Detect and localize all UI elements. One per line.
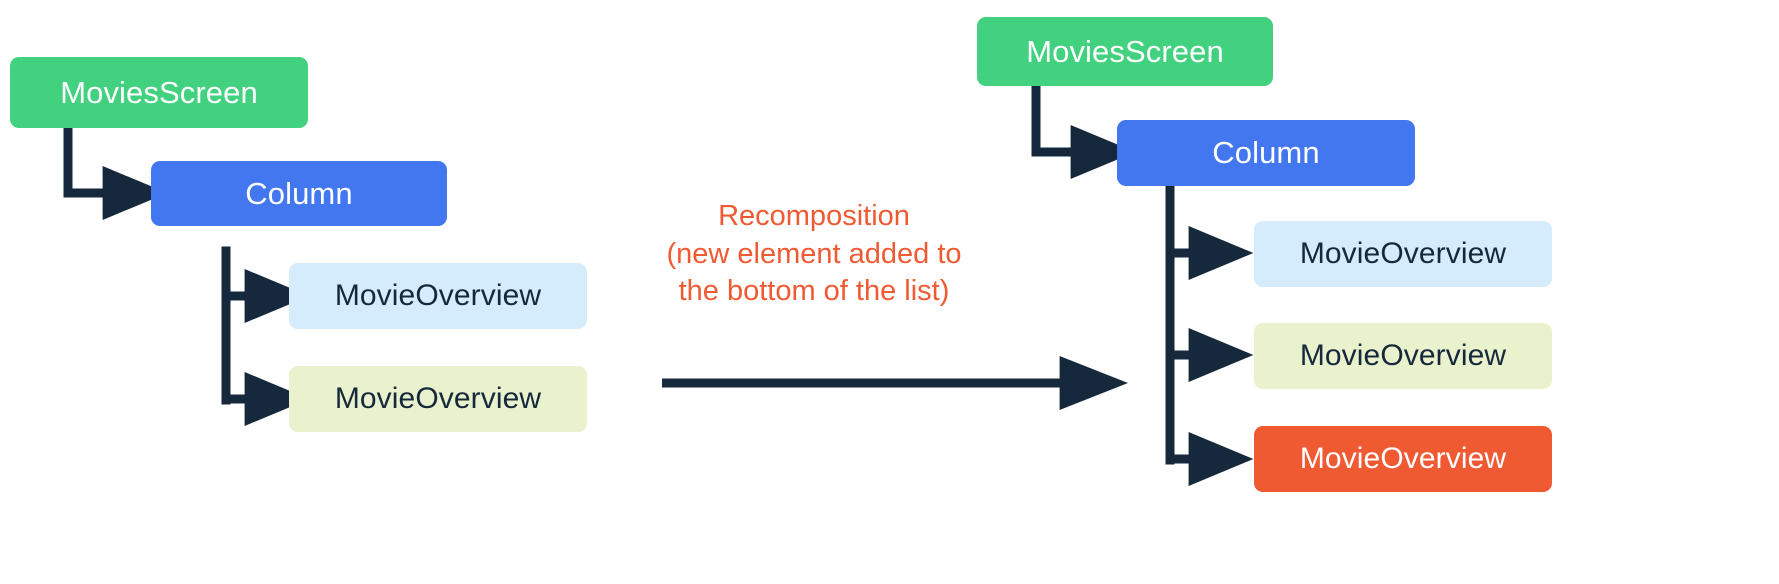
after-node-movieoverview-3-new[interactable]: MovieOverview: [1254, 426, 1552, 492]
before-node-moviesscreen[interactable]: MoviesScreen: [10, 57, 308, 128]
before-node-movieoverview-2[interactable]: MovieOverview: [289, 366, 587, 432]
after-node-movieoverview-1[interactable]: MovieOverview: [1254, 221, 1552, 287]
after-root-to-column-connector: [1031, 83, 1136, 179]
before-node-column[interactable]: Column: [151, 161, 447, 226]
before-root-to-column-connector: [63, 123, 168, 220]
after-column-trunk: [1165, 183, 1254, 486]
after-node-column[interactable]: Column: [1117, 120, 1415, 186]
after-node-moviesscreen[interactable]: MoviesScreen: [977, 17, 1273, 86]
before-node-movieoverview-1[interactable]: MovieOverview: [289, 263, 587, 329]
before-column-trunk: [221, 246, 310, 426]
after-node-movieoverview-2[interactable]: MovieOverview: [1254, 323, 1552, 389]
transition-caption: Recomposition (new element added to the …: [666, 200, 962, 308]
